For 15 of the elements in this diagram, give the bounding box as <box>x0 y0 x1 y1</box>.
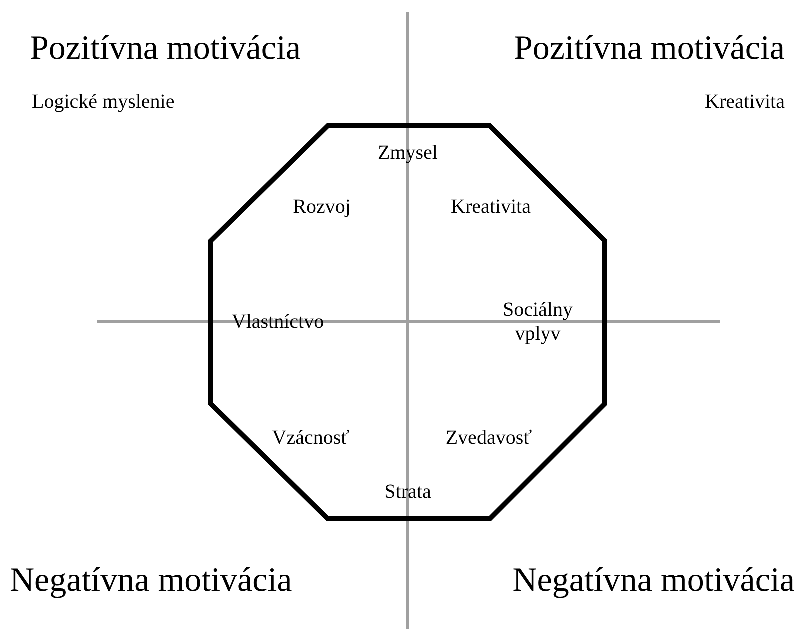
octagon-shape <box>211 126 605 519</box>
motivation-label: Zvedavosť <box>446 426 532 450</box>
motivation-label: Sociálny vplyv <box>502 298 574 346</box>
quadrant-label: Logické myslenie <box>32 90 175 115</box>
motivation-label: Zmysel <box>378 141 438 165</box>
quadrant-label: Kreativita <box>705 90 785 115</box>
motivation-label: Vlastníctvo <box>232 310 324 334</box>
motivation-label: Kreativita <box>451 195 531 219</box>
quadrant-label: Pozitívna motivácia <box>30 29 301 69</box>
quadrant-label: Pozitívna motivácia <box>514 29 785 69</box>
quadrant-label: Negatívna motivácia <box>512 561 795 601</box>
motivation-label: Vzácnosť <box>272 426 350 450</box>
motivation-label: Rozvoj <box>293 195 351 219</box>
quadrant-label: Negatívna motivácia <box>10 561 292 601</box>
motivation-label: Strata <box>384 480 432 504</box>
